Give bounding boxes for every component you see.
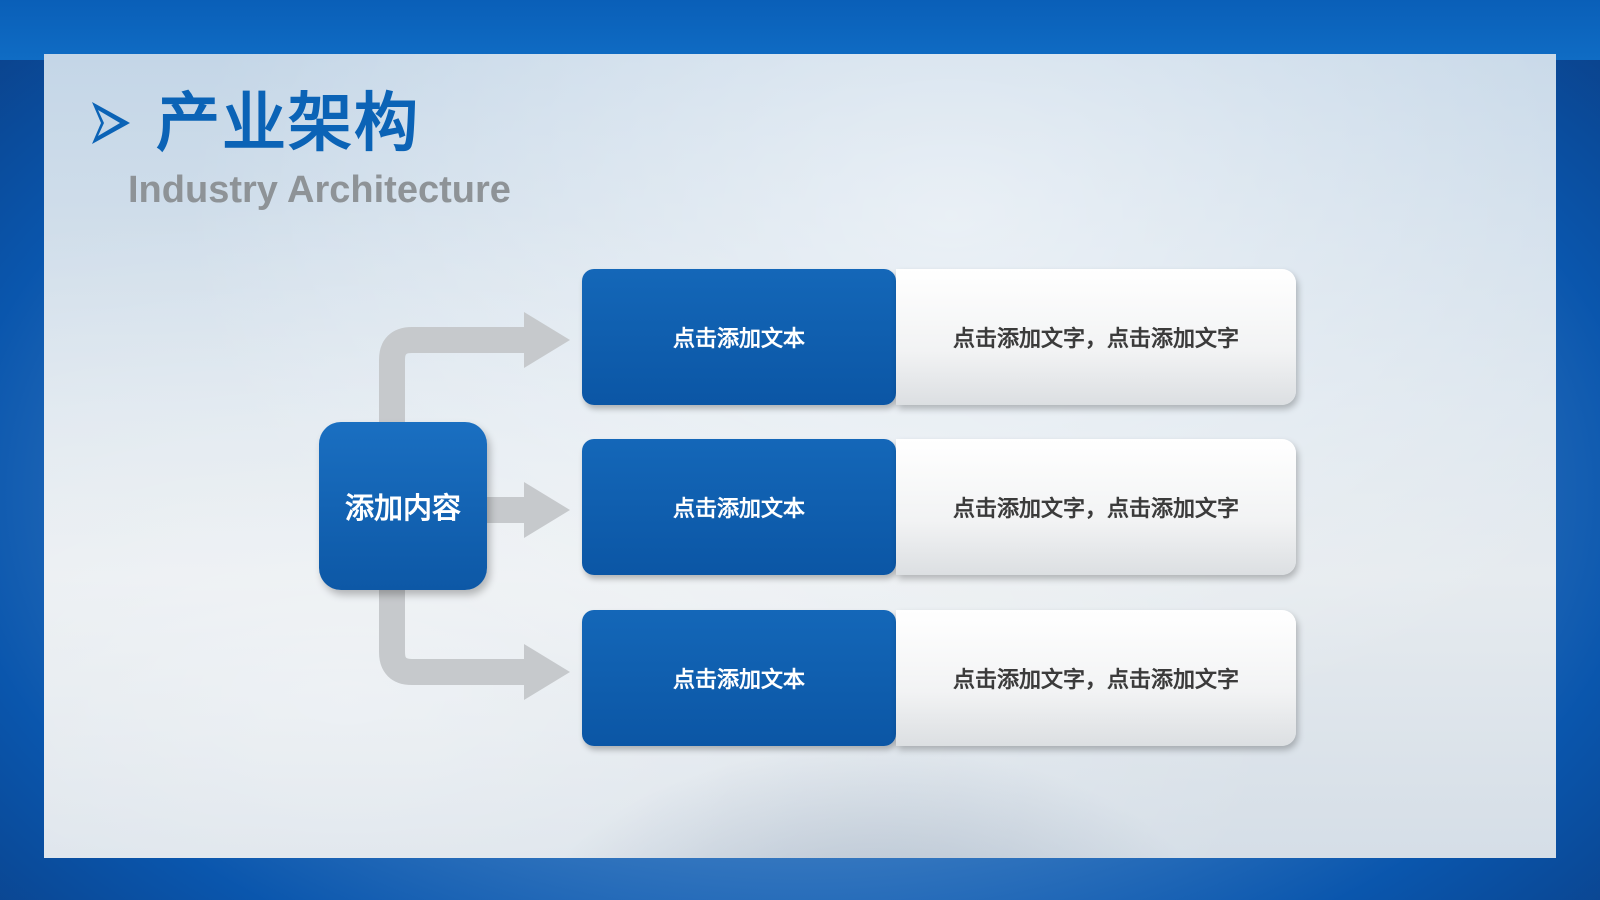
arrowhead-middle — [524, 482, 570, 538]
arrowhead-top — [524, 312, 570, 368]
row-label: 点击添加文本 — [582, 610, 896, 746]
source-box: 添加内容 — [319, 422, 487, 590]
connector-bottom — [379, 590, 530, 685]
title-arrow-icon — [92, 102, 130, 144]
row-2: 点击添加文本 点击添加文字，点击添加文字 — [582, 439, 1296, 575]
connector-top — [379, 327, 530, 422]
mountain-backdrop — [524, 744, 1224, 858]
row-description: 点击添加文字，点击添加文字 — [896, 610, 1296, 746]
row-description: 点击添加文字，点击添加文字 — [896, 269, 1296, 405]
page-subtitle: Industry Architecture — [128, 169, 511, 211]
arrowhead-bottom — [524, 644, 570, 700]
page-title: 产业架构 — [156, 87, 420, 161]
row-label: 点击添加文本 — [582, 439, 896, 575]
row-3: 点击添加文本 点击添加文字，点击添加文字 — [582, 610, 1296, 746]
top-band — [0, 0, 1600, 60]
row-label: 点击添加文本 — [582, 269, 896, 405]
row-1: 点击添加文本 点击添加文字，点击添加文字 — [582, 269, 1296, 405]
row-description: 点击添加文字，点击添加文字 — [896, 439, 1296, 575]
